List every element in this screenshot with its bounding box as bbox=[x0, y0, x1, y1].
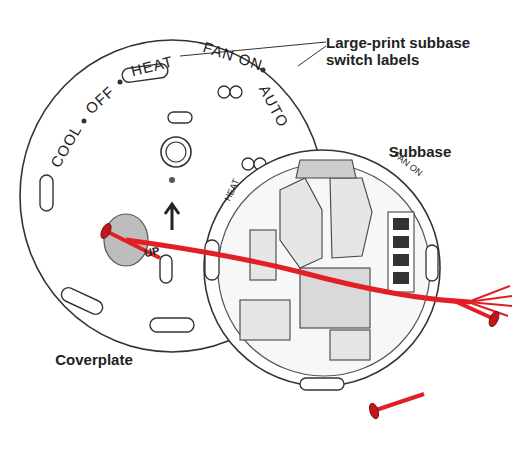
mounting-hole bbox=[166, 142, 186, 162]
subbase-slot bbox=[205, 240, 438, 390]
subbase-body bbox=[204, 150, 440, 386]
label-bullet bbox=[82, 68, 266, 209]
level-dot bbox=[169, 177, 175, 183]
up-arrow bbox=[165, 204, 179, 230]
subbase-details bbox=[240, 160, 372, 360]
subbase-ring bbox=[218, 164, 430, 376]
mounting-hole bbox=[161, 137, 191, 167]
figure-eight-hole bbox=[218, 86, 266, 170]
mounting-screw bbox=[368, 394, 424, 420]
part-name: Coverplate bbox=[55, 351, 133, 368]
terminal-block bbox=[388, 212, 414, 292]
callout-label: Large-print subbase switch labels bbox=[326, 34, 511, 69]
mounting-screw bbox=[452, 300, 501, 328]
thermostat-wire bbox=[126, 240, 470, 302]
